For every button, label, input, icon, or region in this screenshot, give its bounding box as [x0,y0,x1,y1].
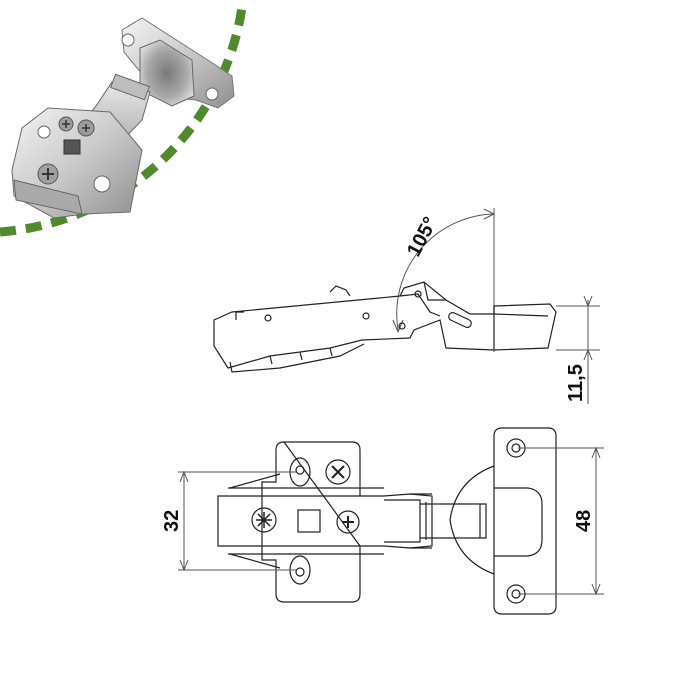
hinge-photo [11,17,235,219]
screw-cross-top [325,459,351,485]
photo-dashed-border [0,0,248,237]
angle-arc [396,213,495,331]
top-view [217,427,557,615]
screw-cross-arm [336,510,360,534]
screw-star-arm [251,507,277,533]
hinge-body-side [213,281,557,369]
cup-plate-outline [493,427,557,615]
height-dimension [518,446,604,596]
angle-arrow-head-top [483,208,496,220]
depth-label: 11,5 [565,364,587,402]
mounting-plate-outline [261,441,361,603]
side-view [213,208,557,373]
adjust-slot [297,509,321,533]
angle-label: 105° [403,213,442,260]
photo-corner [0,0,248,237]
height-label: 48 [573,510,595,532]
angle-arrow-head [392,319,404,334]
hinge-arm-top [217,493,433,549]
depth-dimension [556,295,600,404]
width-dimension [178,470,296,572]
width-label: 32 [161,510,183,532]
